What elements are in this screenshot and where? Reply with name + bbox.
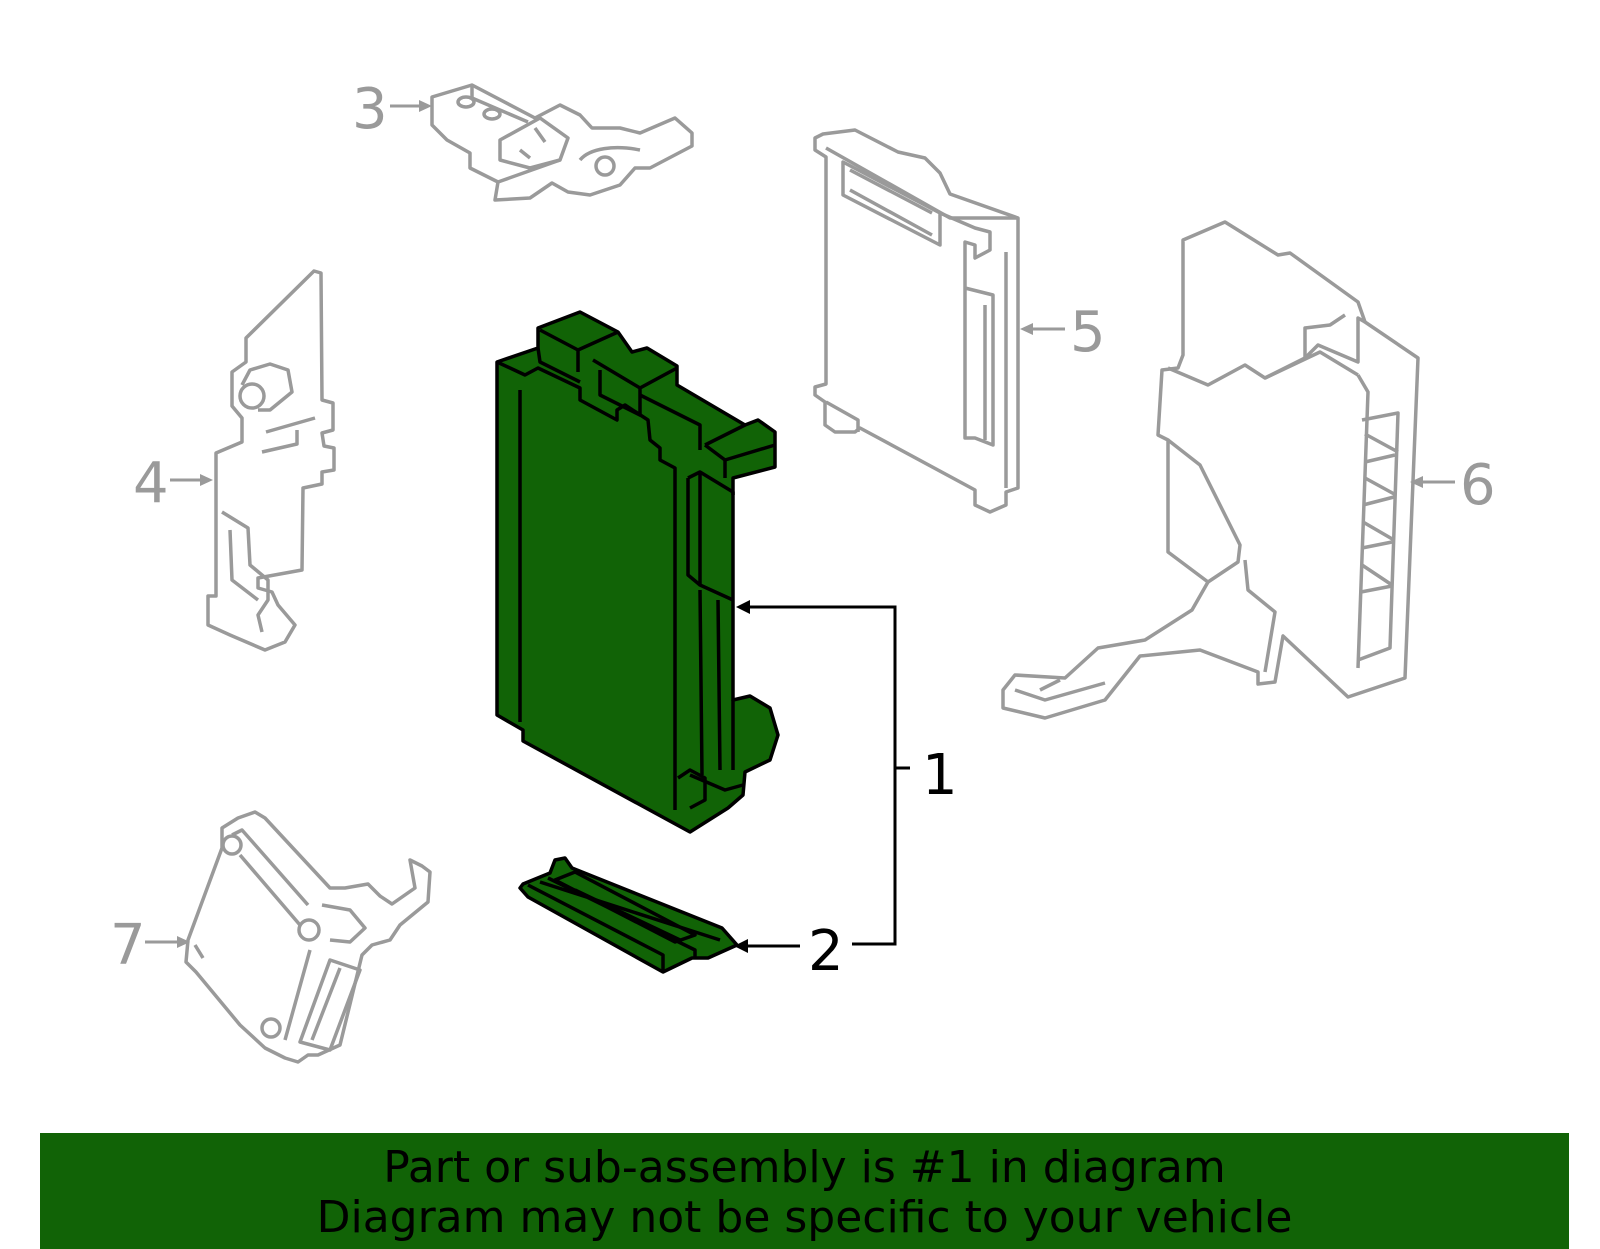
leader-lines [145, 100, 1455, 953]
callout-3: 3 [352, 77, 388, 142]
part-5-module [813, 128, 1020, 514]
callout-6: 6 [1460, 453, 1496, 518]
banner-line-2: Diagram may not be specific to your vehi… [316, 1192, 1293, 1243]
callout-4: 4 [133, 451, 169, 516]
callout-1: 1 [922, 743, 958, 808]
part-3-bracket [430, 83, 694, 202]
callout-7: 7 [110, 913, 146, 978]
callout-2: 2 [808, 919, 844, 984]
banner-line-1: Part or sub-assembly is #1 in diagram [383, 1142, 1226, 1193]
callout-5: 5 [1070, 300, 1106, 365]
part-6-bracket [1001, 220, 1420, 720]
part-7-bracket [184, 810, 432, 1064]
callout-labels: 1 2 3 4 5 6 7 [110, 77, 1496, 984]
info-banner: Part or sub-assembly is #1 in diagram Di… [40, 1133, 1569, 1249]
part-2-cover [518, 856, 739, 974]
part-1-module [495, 310, 780, 834]
part-4-bracket [206, 269, 336, 652]
